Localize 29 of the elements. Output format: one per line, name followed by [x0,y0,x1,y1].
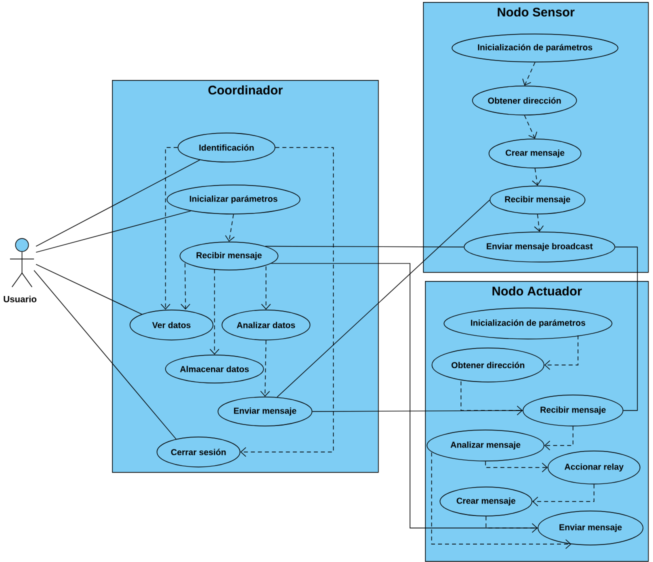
association-line [264,246,464,248]
dashed-arrow [522,62,536,86]
dashed-arrow [460,381,523,416]
association-line [36,160,200,247]
node-label: Usuario [4,296,36,302]
dashed-arrow [160,147,178,310]
association-line [276,200,490,398]
dashed-arrow [534,214,544,232]
dashed-arrow [486,516,538,533]
dashed-arrow [240,147,334,457]
dashed-arrow [532,484,594,506]
dashed-arrow [180,263,190,310]
dashed-arrow [225,214,235,242]
association-line [36,210,192,253]
dashed-arrow [532,168,542,186]
dashed-arrow [431,452,572,549]
dashed-arrow [210,269,220,355]
dashed-arrow [544,335,578,370]
association-line [614,246,638,411]
dashed-arrow [524,115,538,139]
actor-figure: Usuario [4,238,36,302]
dashed-arrow [261,266,271,310]
association-line [270,263,538,528]
association-line [36,264,142,315]
dashed-arrow [485,461,548,472]
dashed-arrow [544,426,574,450]
dashed-arrow [260,340,270,397]
association-line [312,410,523,412]
association-line [34,270,176,440]
